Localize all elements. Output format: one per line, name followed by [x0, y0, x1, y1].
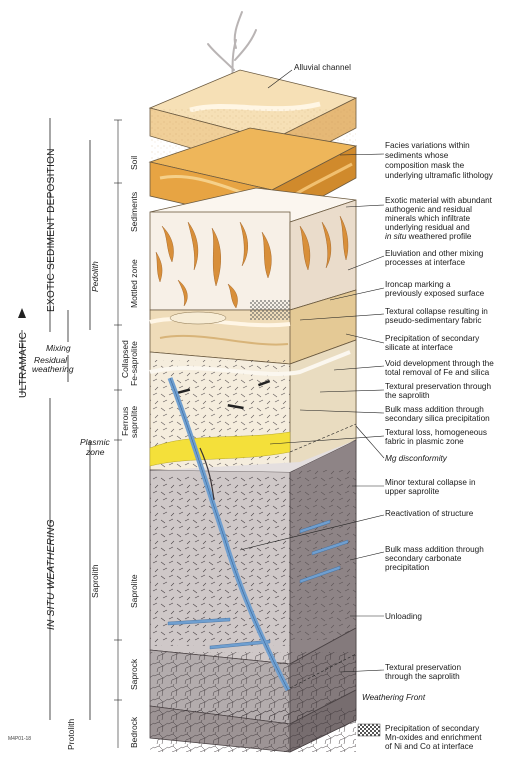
legend-line-2: Mn-oxides and enrichment [385, 733, 482, 742]
pedolith-label: Pedolith [90, 261, 100, 292]
zone-soil: Soil [129, 156, 139, 170]
annotation-minor-collapse-1: Minor textural collapse in [385, 478, 476, 487]
annotation-ironcap-2: previously exposed surface [385, 289, 485, 298]
legend-swatch [358, 724, 380, 736]
annotation-exotic-5: in situ weathered profile [385, 232, 472, 241]
annotation-eluviation-1: Eluviation and other mixing [385, 249, 484, 258]
annotation-textural-loss-2: fabric in plasmic zone [385, 437, 464, 446]
legend-line-1: Precipitation of secondary [385, 724, 480, 733]
annotation-textural-loss-1: Textural loss, homogeneous [385, 428, 487, 437]
annotation-eluviation-2: processes at interface [385, 258, 466, 267]
annotation-exotic-4: underlying residual and [385, 223, 470, 232]
annotation-void-1: Void development through the [385, 359, 494, 368]
annotation-bulk-carbonate-3: precipitation [385, 563, 430, 572]
zone-saprolite: Saprolite [129, 574, 139, 608]
annotation-textural-preservation-1b: the saprolith [385, 391, 430, 400]
exotic-sediment-deposition-label: EXOTIC SEDIMENT DEPOSITION [46, 148, 57, 312]
zone-labels: Soil Sediments Mottled zone Collapsed Fe… [114, 120, 139, 748]
annotation-facies-4: underlying ultramafic lithology [385, 171, 494, 180]
saprolith-label: Saprolith [90, 564, 100, 598]
annotation-exotic-1: Exotic material with abundant [385, 196, 493, 205]
annotation-unloading: Unloading [385, 612, 422, 621]
zone-ferrous-2: saprolite [129, 406, 139, 438]
annotation-bulk-carbonate-2: secondary carbonate [385, 554, 462, 563]
annotation-textural-collapse-1: Textural collapse resulting in [385, 307, 488, 316]
plasmic-zone-label: zone [85, 447, 105, 457]
zone-mottled: Mottled zone [129, 259, 139, 308]
left-axis: ULTRAMAFIC EXOTIC SEDIMENT DEPOSITION IN… [18, 118, 111, 750]
annotation-exotic-2: authogenic and residual [385, 205, 472, 214]
mottled-zone-block [150, 188, 356, 310]
annotation-textural-collapse-2: pseudo-sedimentary fabric [385, 316, 481, 325]
annotation-exotic-3: minerals which infiltrate [385, 214, 471, 223]
annotation-facies-2: sediments whose [385, 151, 449, 160]
annotation-ironcap-1: Ironcap marking a [385, 280, 451, 289]
figure-code: M4P01-18 [8, 736, 31, 742]
annotation-bulk-silica-2: secondary silica precipitation [385, 414, 490, 423]
zone-collapsed-2: Fe-saprolite [129, 341, 139, 386]
annotation-precipitation-silicate-1: Precipitation of secondary [385, 334, 480, 343]
plasmic-label: Plasmic [80, 437, 111, 447]
annotation-alluvial-channel: Alluvial channel [294, 63, 351, 72]
annotation-facies-3: composition mask the [385, 161, 465, 170]
zone-bedrock: Bedrock [129, 716, 139, 748]
annotation-void-2: total removal of Fe and silica [385, 368, 490, 377]
annotation-mg-disconformity: Mg disconformity [385, 454, 448, 463]
annotation-minor-collapse-2: upper saprolite [385, 487, 440, 496]
annotation-textural-preservation-2b: through the saprolith [385, 672, 460, 681]
annotation-reactivation: Reactivation of structure [385, 509, 474, 518]
annotation-textural-preservation-2a: Textural preservation [385, 663, 461, 672]
zone-saprock: Saprock [129, 658, 139, 690]
annotation-bulk-silica-1: Bulk mass addition through [385, 405, 484, 414]
legend: Precipitation of secondary Mn-oxides and… [358, 724, 482, 751]
legend-line-3: of Ni and Co at interface [385, 742, 474, 751]
annotation-textural-preservation-1a: Textural preservation through [385, 382, 491, 391]
annotation-precipitation-silicate-2: silicate at interface [385, 343, 453, 352]
protolith-label: Protolith [66, 719, 76, 750]
annotation-exotic-italic: in situ [385, 232, 407, 241]
zone-sediments: Sediments [129, 192, 139, 232]
annotation-weathering-front: Weathering Front [362, 693, 426, 702]
annotation-bulk-carbonate-1: Bulk mass addition through [385, 545, 484, 554]
ultramafic-label: ULTRAMAFIC [18, 332, 29, 398]
weathering-label: weathering [32, 364, 74, 374]
in-situ-weathering-label: IN SITU WEATHERING [46, 519, 57, 630]
mixing-label: Mixing [46, 343, 71, 353]
annotation-facies-1: Facies variations within [385, 141, 470, 150]
annotation-exotic-last: weathered profile [408, 232, 472, 241]
saprolite-block [150, 440, 356, 664]
